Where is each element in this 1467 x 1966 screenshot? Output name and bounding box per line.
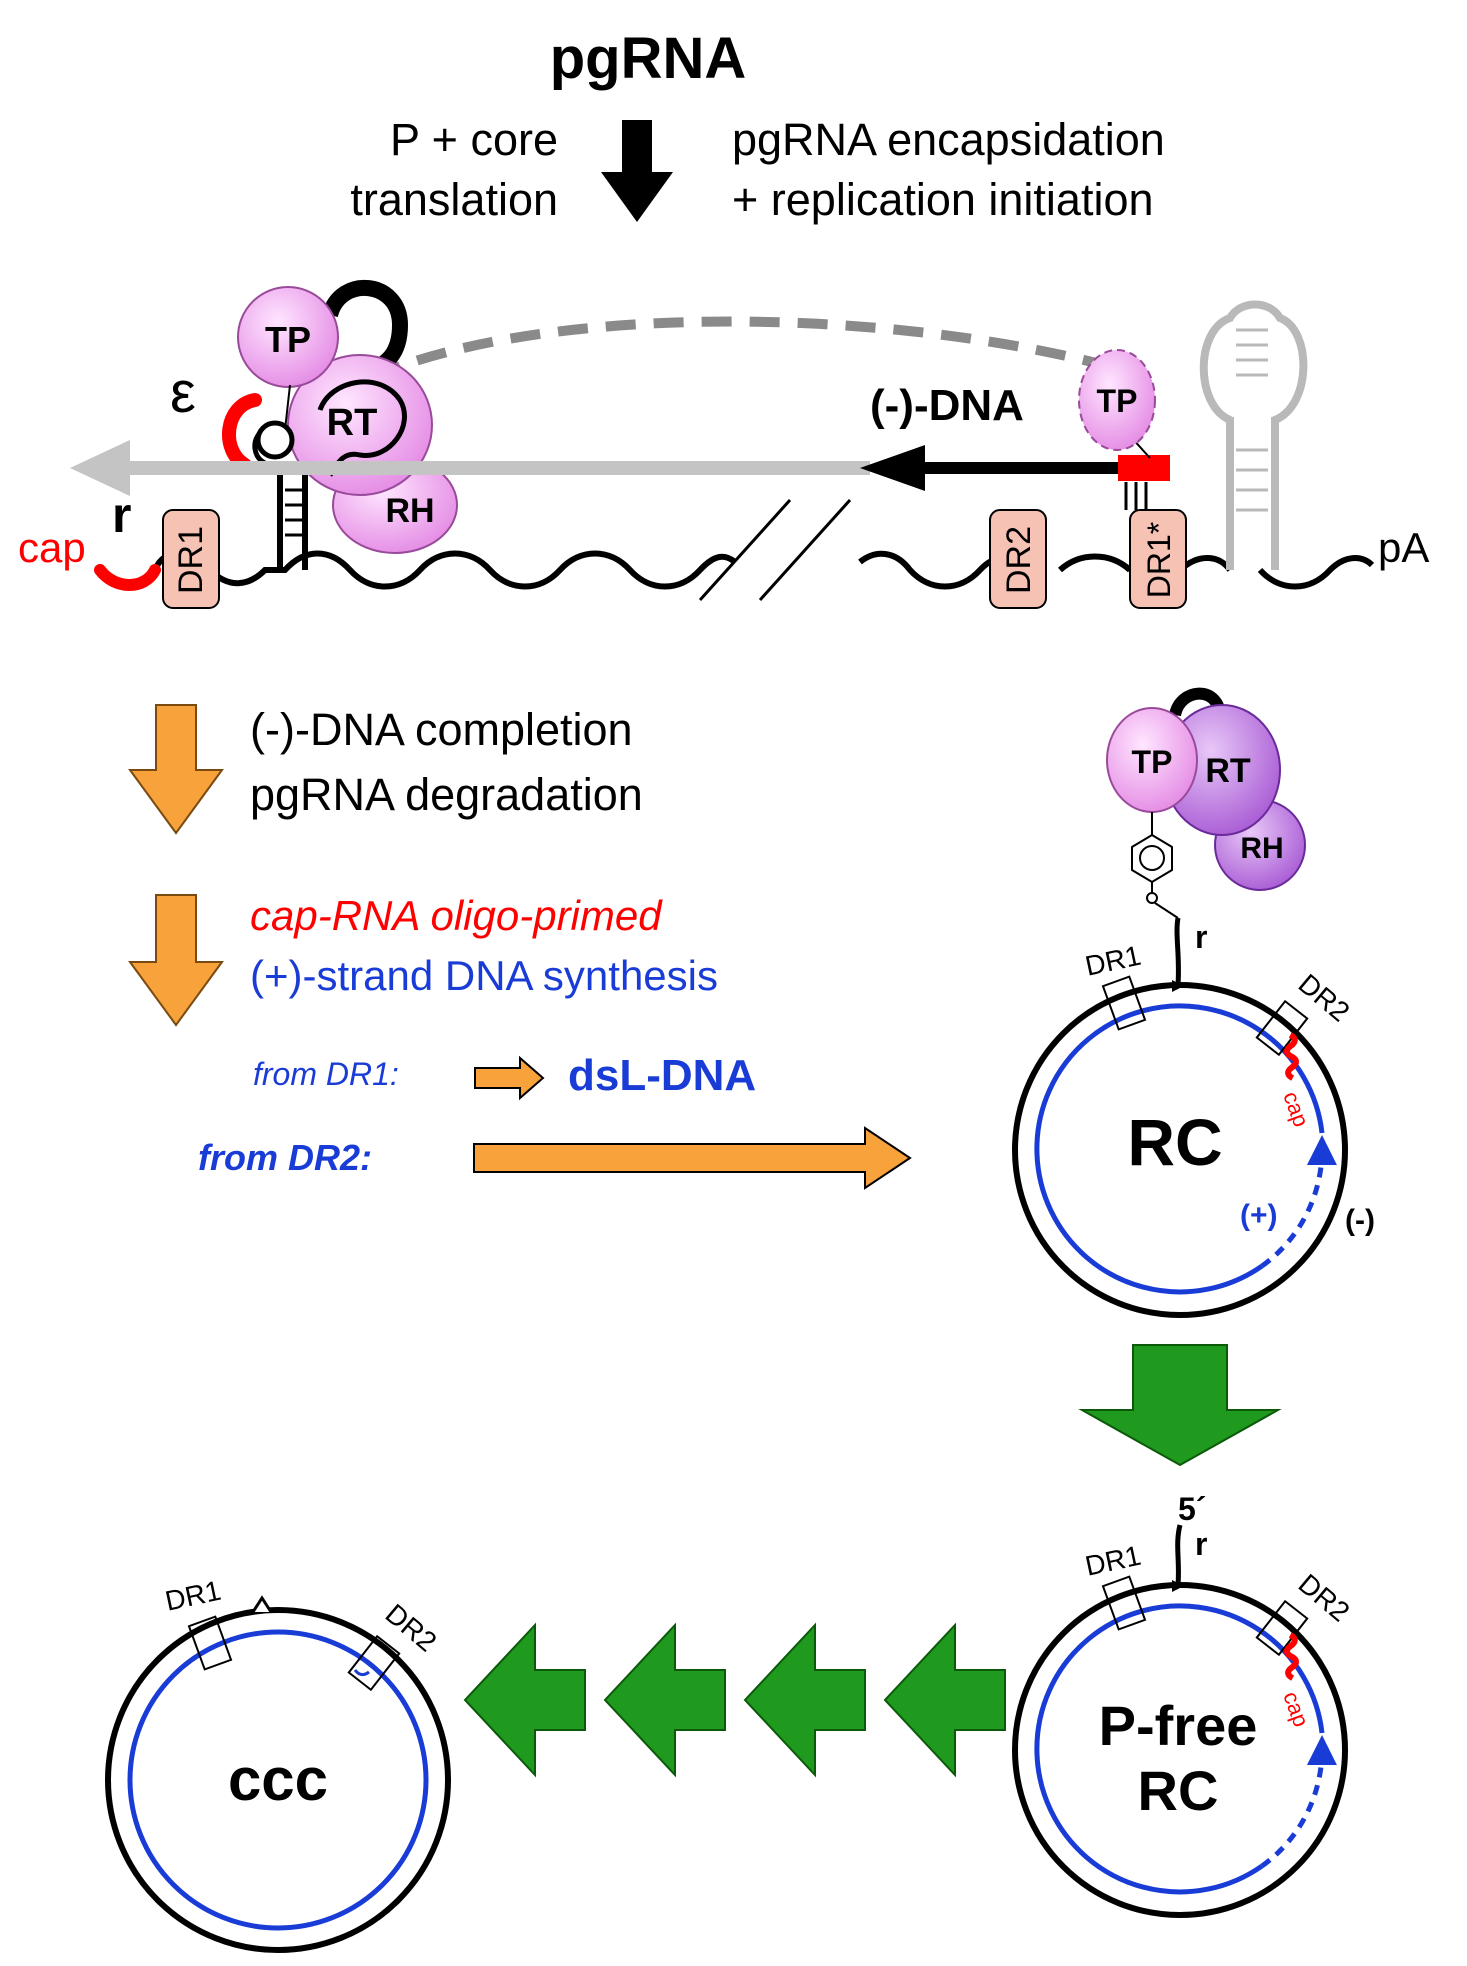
ccc-nick-mark [251,1595,273,1613]
tp-label-right: TP [1097,383,1138,419]
tp-ellipse-right [1078,349,1156,451]
dr2-box [989,509,1047,609]
pfree-red-cap-squiggle [1283,1632,1299,1681]
tp-label-left: TP [265,319,311,360]
ccc-label: ccc [228,1746,328,1813]
minus-dna-label: (-)-DNA [870,381,1024,430]
rc-r-label: r [1195,919,1207,955]
dr1-star-primer [1118,455,1170,481]
rc-rh-label: RH [1240,832,1283,865]
rc-dr1-label: DR1 [1082,940,1143,982]
ccc-outer-circle [105,1607,451,1953]
step3-line2: (+)-strand DNA synthesis [250,952,718,999]
green-down-arrow [1078,1344,1282,1467]
dr1-label: DR1 [172,526,210,594]
green-left-arrow-4 [883,1622,1006,1778]
top-left-line1: P + core [390,114,558,165]
tp-tether-left [284,384,291,431]
orange-arrow-1 [128,704,224,835]
from-dr2-label: from DR2: [198,1137,372,1178]
break-mark-1 [698,498,792,602]
rt-label-left: RT [327,402,378,444]
pfree-plus-strand [1034,1603,1325,1895]
pgrna-backbone [152,550,1375,590]
pfree-cap-label: cap [1278,1688,1314,1730]
tyr-ring [1131,833,1173,884]
black-dna-arrowhead [860,445,925,491]
tyr-oxygen [1146,892,1158,904]
top-right-line2: + replication initiation [732,174,1154,225]
rc-minus-label: (-) [1345,1204,1375,1237]
orange-small-arrow [474,1055,545,1101]
dr2-label: DR2 [1000,526,1038,594]
rc-cap-label: cap [1278,1088,1314,1130]
dr1-star-label: DR1* [1141,522,1177,598]
rc-plus-label: (+) [1240,1199,1278,1232]
rt-outline [317,379,407,477]
rc-red-cap-squiggle [1283,1032,1299,1081]
pfree-5prime-label: 5´ [1178,1491,1206,1527]
rc-r-overhang [1174,917,1181,986]
down-arrow-black [601,120,673,222]
rc-label: RC [1127,1105,1222,1179]
dr1-star-box [1129,509,1187,609]
pfree-dr2-label: DR2 [1293,1568,1356,1628]
title: pgRNA [550,26,747,91]
green-left-arrow-2 [603,1622,726,1778]
ccc-inner-circle [127,1629,429,1931]
gray-hairpin [1199,300,1308,570]
pfree-dr1-label: DR1 [1082,1540,1143,1582]
rc-dr1-box [1101,975,1147,1031]
ccc-dr1-label: DR1 [162,1575,223,1617]
step3-line1: cap-RNA oligo-primed [250,892,663,939]
orange-long-arrow [473,1126,912,1190]
r-label: r [112,487,131,543]
ccc-dr2-box [347,1634,401,1692]
pfree-r-label: r [1195,1526,1207,1562]
rc-tp-label: TP [1132,744,1173,780]
pfree-dr1-box [1101,1575,1147,1631]
pfree-r-overhang [1175,1524,1183,1586]
rh-label-left: RH [385,492,434,530]
cap-label: cap [18,524,86,571]
primer-nucleotide [255,420,295,460]
cap-red-end [94,564,161,591]
rc-rt-label: RT [1205,752,1251,790]
tyr-bond-dna [1154,902,1179,919]
ccc-blue-nick [353,1669,370,1677]
step2-line2: pgRNA degradation [250,769,643,820]
green-left-arrow-3 [743,1622,866,1778]
top-left-line2: translation [350,174,558,225]
rt-ellipse [287,354,433,496]
epsilon-label: ε [170,360,196,425]
rc-plus-strand [1034,1003,1325,1295]
pfree-label-line1: P-free [1099,1694,1258,1757]
top-right-line1: pgRNA encapsidation [732,114,1165,165]
rc-dr2-label: DR2 [1293,968,1356,1028]
tp-ellipse-left [237,286,339,388]
orange-arrow-2 [128,894,224,1027]
from-dr1-label: from DR1: [253,1056,399,1092]
tyr-ring-inner [1139,845,1165,871]
dsl-dna-label: dsL-DNA [568,1051,756,1100]
pa-label: pA [1378,524,1429,571]
break-mark-2 [758,498,852,602]
green-left-arrow-0 [463,1622,586,1778]
pfree-label-line2: RC [1138,1759,1219,1822]
epsilon-red-primer [222,393,262,472]
ccc-dr1-box [187,1615,233,1671]
dr1-box [162,509,220,609]
step2-line1: (-)-DNA completion [250,704,633,755]
gray-dna-arrowhead [70,440,130,496]
